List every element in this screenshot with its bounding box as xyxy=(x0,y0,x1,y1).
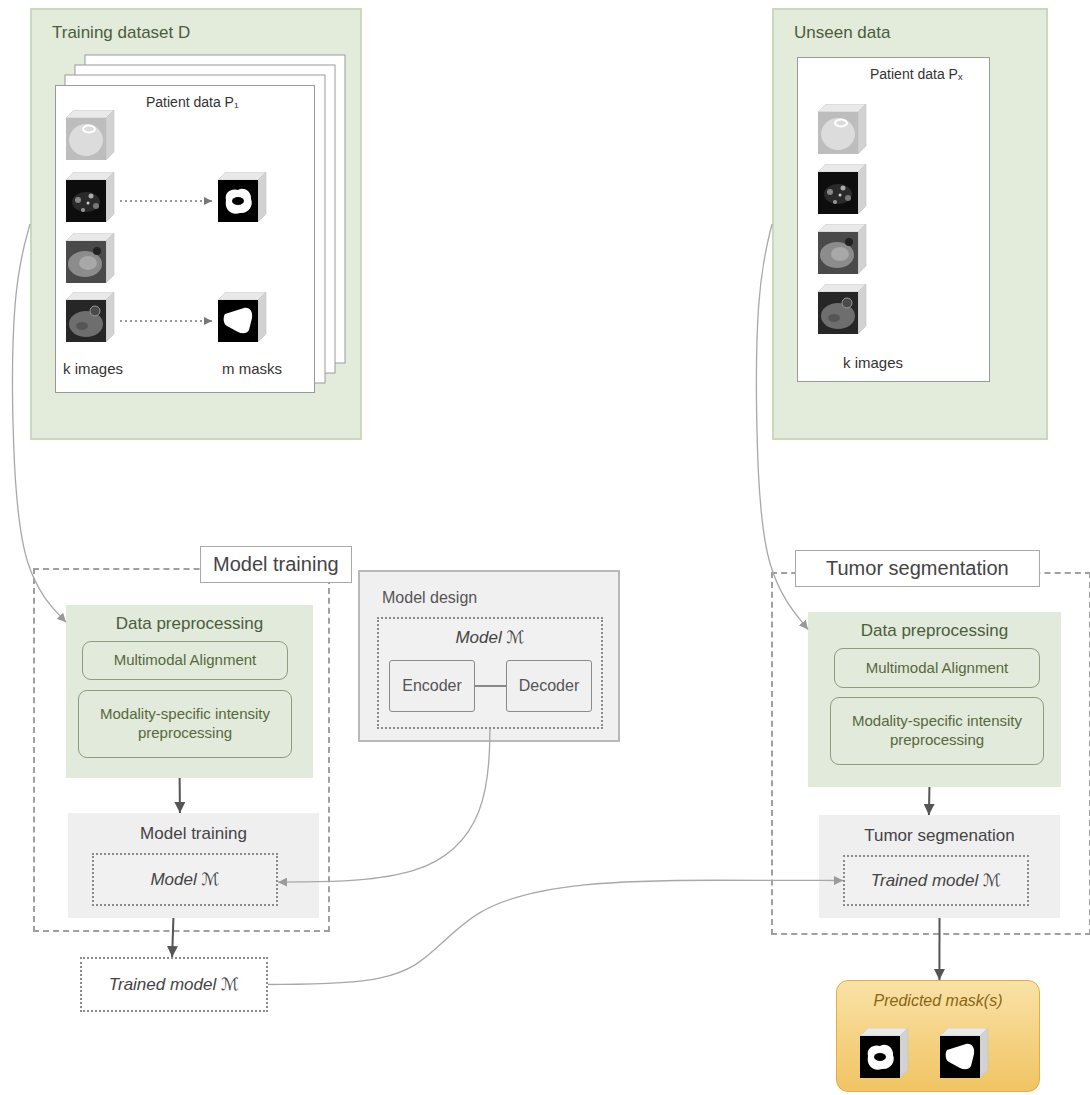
stage-region: Multimodal AlignmentModality-specific in… xyxy=(771,572,1090,935)
box-title: Model training xyxy=(140,823,247,844)
step-label: Modality-specific intensity preprocessin… xyxy=(831,712,1043,750)
annotation-arrow xyxy=(120,200,212,202)
step-box: Modality-specific intensity preprocessin… xyxy=(830,697,1044,765)
link-line xyxy=(475,685,506,687)
flow-arrow xyxy=(756,224,808,630)
card-title: Patient data Pₓ xyxy=(870,66,963,84)
pet-volume xyxy=(818,164,866,214)
panel-title: Training dataset D xyxy=(52,22,190,43)
decoder-block: Decoder xyxy=(506,660,592,712)
model-label: Trained model ℳ xyxy=(871,870,1001,891)
flow-arrow xyxy=(938,918,940,980)
design-box: Encoder Decoder Model ℳ Model design xyxy=(358,570,620,742)
mri-volume xyxy=(66,233,114,283)
flow-arrow xyxy=(928,787,931,815)
step-box: Multimodal Alignment xyxy=(834,648,1040,688)
mask-volume xyxy=(218,292,266,342)
mask-volume xyxy=(940,1028,988,1078)
flow-arrow xyxy=(13,224,66,622)
item-label: m masks xyxy=(222,360,282,379)
mri-volume xyxy=(818,224,866,274)
unseen-panel: Patient data Pₓ k images Unseen data xyxy=(772,8,1048,440)
card-title: Patient data P₁ xyxy=(146,94,239,112)
flow-arrow xyxy=(179,778,181,813)
box-title: Tumor segmenation xyxy=(864,825,1015,846)
model-box: Encoder Decoder Model ℳ xyxy=(377,617,603,729)
trained-model-box: Trained model ℳ xyxy=(843,855,1029,906)
block-label: Encoder xyxy=(402,676,462,696)
ct-volume xyxy=(66,110,114,160)
mri-volume xyxy=(66,292,114,342)
segmentation-box: Trained model ℳ Tumor segmenation xyxy=(819,815,1060,918)
step-label: Multimodal Alignment xyxy=(100,651,271,670)
block-label: Decoder xyxy=(519,676,579,696)
box-title: Predicted mask(s) xyxy=(874,991,1003,1011)
mask-volume xyxy=(860,1028,908,1078)
pet-volume xyxy=(66,172,114,222)
encoder-block: Encoder xyxy=(389,660,475,712)
step-label: Multimodal Alignment xyxy=(852,659,1023,678)
model-label: Model ℳ xyxy=(455,627,524,648)
training-box: Model ℳ Model training xyxy=(68,813,319,918)
preprocessing-box: Multimodal AlignmentModality-specific in… xyxy=(66,605,313,778)
mri-volume xyxy=(818,284,866,334)
model-label: Trained model ℳ xyxy=(109,974,239,995)
stage-header: Model training xyxy=(200,546,352,583)
step-box: Modality-specific intensity preprocessin… xyxy=(78,690,292,758)
stage-header: Tumor segmentation xyxy=(795,550,1040,587)
patient-card: Patient data P₁ k images m masks xyxy=(55,85,315,393)
step-box: Multimodal Alignment xyxy=(82,641,288,680)
flow-arrow xyxy=(268,880,843,984)
item-label: k images xyxy=(843,354,903,373)
item-label: k images xyxy=(63,360,123,379)
patient-card: Patient data Pₓ k images xyxy=(797,57,990,382)
ct-volume xyxy=(818,104,866,154)
result-box: Predicted mask(s) xyxy=(836,980,1040,1092)
box-title: Model design xyxy=(382,588,477,608)
box-title: Data preprocessing xyxy=(861,620,1008,641)
step-label: Modality-specific intensity preprocessin… xyxy=(79,705,291,743)
model-box: Model ℳ xyxy=(92,853,278,906)
trained-model-box: Trained model ℳ xyxy=(80,957,268,1012)
dataset-panel: Patient data P₁ k images m masks Training d… xyxy=(30,8,362,440)
stage-region: Multimodal AlignmentModality-specific in… xyxy=(33,568,330,932)
model-label: Model ℳ xyxy=(150,869,219,890)
panel-title: Unseen data xyxy=(794,22,890,43)
flow-arrow xyxy=(172,918,173,957)
mask-volume xyxy=(218,172,266,222)
annotation-arrow xyxy=(120,320,212,322)
flow-arrow xyxy=(278,729,490,882)
box-title: Data preprocessing xyxy=(116,613,263,634)
preprocessing-box: Multimodal AlignmentModality-specific in… xyxy=(808,612,1061,787)
